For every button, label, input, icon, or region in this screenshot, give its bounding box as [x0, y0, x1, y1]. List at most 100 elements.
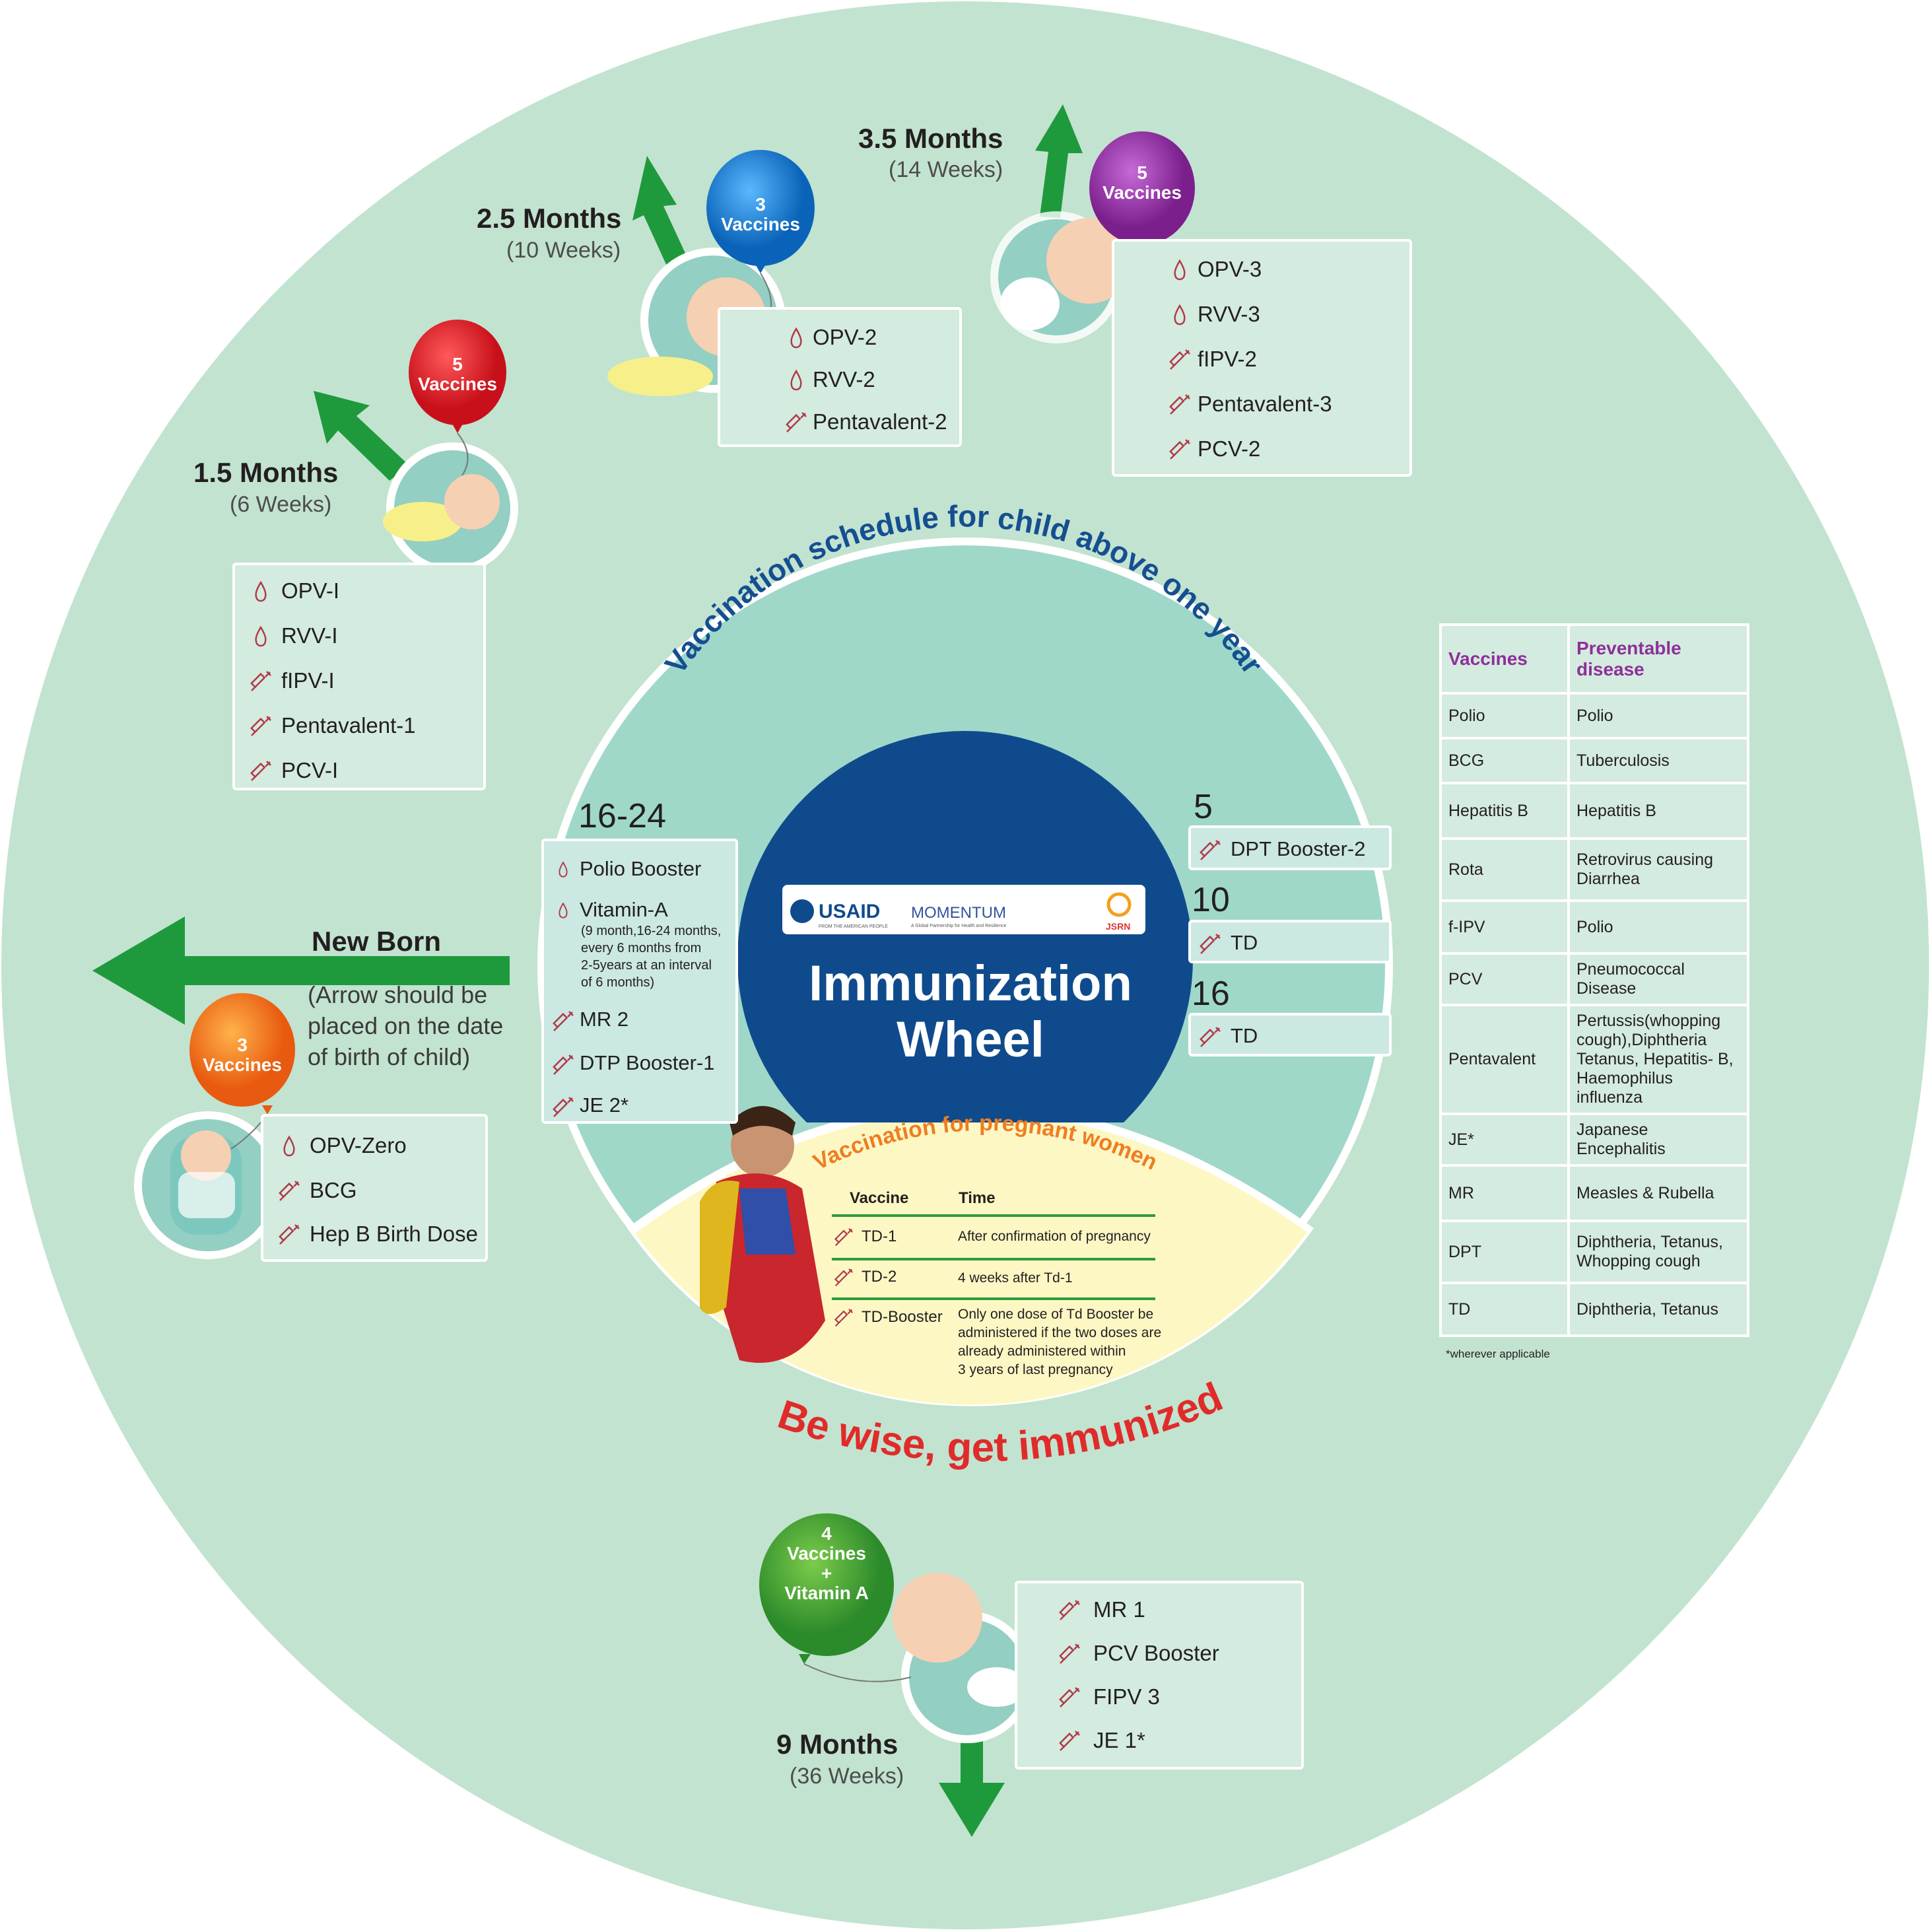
- weeks-9: (36 Weeks): [790, 1764, 904, 1789]
- vaccine-dtp-booster-1: DTP Booster-1: [580, 1051, 715, 1074]
- vaccine-newborn-1: BCG: [310, 1178, 357, 1202]
- table-cell: TD: [1442, 1284, 1567, 1334]
- vaccine-2-5-0: OPV-2: [813, 325, 877, 349]
- box-year-5: DPT Booster-2: [1188, 825, 1392, 870]
- syringe-icon: [1200, 1027, 1221, 1047]
- syringe-icon: [553, 1011, 574, 1031]
- age-9: 9 Months: [776, 1729, 898, 1760]
- syringe-icon: [279, 1224, 300, 1245]
- table-cell: Pentavalent: [1442, 1006, 1567, 1113]
- drop-icon: [283, 1135, 295, 1157]
- vaccine-1-5-0: OPV-I: [281, 578, 340, 603]
- box-16-24: Polio Booster Vitamin-A (9 month,16-24 m…: [541, 839, 738, 1124]
- drop-icon: [255, 580, 267, 602]
- vaccine-1-5-3: Pentavalent-1: [281, 713, 416, 738]
- syringe-icon: [1059, 1643, 1080, 1664]
- balloon-1-5-icon: [409, 320, 506, 476]
- table-cell: BCG: [1442, 740, 1567, 782]
- vaccine-td-10: TD: [1231, 931, 1258, 954]
- box-newborn: OPV-Zero BCG Hep B Birth Dose: [261, 1114, 488, 1262]
- vaccine-1-5-4: PCV-I: [281, 758, 339, 782]
- vitamin-a-note: (9 month,16-24 months,every 6 months fro…: [581, 924, 722, 990]
- vaccine-mr2: MR 2: [580, 1008, 629, 1031]
- box-3-5: OPV-3 RVV-3 fIPV-2 Pentavalent-3 PCV-2: [1112, 239, 1412, 477]
- footnote: *wherever applicable: [1446, 1348, 1550, 1360]
- vaccine-3-5-4: PCV-2: [1198, 436, 1261, 461]
- syringe-icon: [1169, 394, 1190, 415]
- syringe-icon: [250, 671, 271, 691]
- balloon-9-icon: [759, 1513, 912, 1682]
- baby-3-5-icon: [990, 211, 1132, 343]
- table-cell: JE*: [1442, 1115, 1567, 1164]
- vaccine-dpt-booster-2: DPT Booster-2: [1231, 837, 1366, 860]
- syringe-icon: [1200, 840, 1221, 860]
- table-cell: PCV: [1442, 955, 1567, 1004]
- vaccine-9-2: FIPV 3: [1093, 1684, 1160, 1709]
- pregnant-mother-icon: [700, 1106, 825, 1363]
- disease-table-header-vaccines: Vaccines: [1442, 626, 1567, 692]
- vaccine-3-5-1: RVV-3: [1198, 302, 1260, 326]
- syringe-icon: [279, 1181, 300, 1201]
- vaccine-9-1: PCV Booster: [1093, 1641, 1219, 1665]
- disease-table-header-disease: Preventable disease: [1570, 626, 1747, 692]
- pregnant-vaccine-td1: TD-1: [862, 1227, 897, 1245]
- box-year-10: TD: [1188, 920, 1392, 963]
- vaccine-1-5-2: fIPV-I: [281, 668, 335, 693]
- box-year-16: TD: [1188, 1013, 1392, 1056]
- syringe-icon: [1200, 934, 1221, 954]
- syringe-icon: [250, 716, 271, 736]
- pregnant-col-vaccine: Vaccine: [850, 1189, 909, 1207]
- table-cell: Hepatitis B: [1442, 784, 1567, 837]
- age-2-5: 2.5 Months: [477, 203, 622, 234]
- drop-icon: [559, 861, 568, 878]
- vaccine-2-5-1: RVV-2: [813, 367, 875, 392]
- center-title-line1: Immunization: [809, 955, 1132, 1012]
- jsrn-logo: JSRN: [1106, 921, 1130, 932]
- divider: [832, 1258, 1155, 1260]
- syringe-icon: [553, 1097, 574, 1117]
- pregnant-vaccine-table: Vaccine Time TD-1 After confirmation of …: [829, 1185, 1172, 1390]
- vaccine-polio-booster: Polio Booster: [580, 857, 702, 880]
- drop-icon: [559, 902, 568, 918]
- table-cell: Diphtheria, Tetanus, Whopping cough: [1570, 1222, 1747, 1282]
- divider: [832, 1214, 1155, 1217]
- box-2-5: OPV-2 RVV-2 Pentavalent-2: [718, 307, 962, 447]
- year-16: 16: [1192, 975, 1230, 1013]
- table-cell: Pertussis(whopping cough),Diphtheria Tet…: [1570, 1006, 1747, 1113]
- weeks-3-5: (14 Weeks): [889, 157, 1003, 182]
- drop-icon: [790, 369, 802, 391]
- vaccine-vitamin-a: Vitamin-A: [580, 898, 668, 921]
- syringe-icon: [834, 1308, 854, 1327]
- divider: [832, 1297, 1155, 1300]
- drop-icon: [790, 327, 802, 349]
- table-cell: Retrovirus causing Diarrhea: [1570, 840, 1747, 899]
- syringe-icon: [834, 1227, 854, 1247]
- vaccine-je2: JE 2*: [580, 1093, 629, 1117]
- drop-icon: [255, 625, 267, 647]
- pregnant-time-td1: After confirmation of pregnancy: [958, 1229, 1151, 1244]
- vaccine-1-5-1: RVV-I: [281, 623, 338, 648]
- baby-9-icon: [893, 1573, 1033, 1743]
- vaccine-3-5-3: Pentavalent-3: [1198, 392, 1332, 416]
- vaccine-3-5-0: OPV-3: [1198, 257, 1262, 281]
- syringe-icon: [1059, 1731, 1080, 1751]
- arrow-1-5: [314, 391, 409, 481]
- syringe-icon: [1169, 439, 1190, 460]
- table-cell: MR: [1442, 1167, 1567, 1220]
- age-3-5: 3.5 Months: [858, 123, 1003, 154]
- vaccine-td-16: TD: [1231, 1024, 1258, 1047]
- arrow-3-5: [1035, 104, 1083, 218]
- vaccine-3-5-2: fIPV-2: [1198, 347, 1257, 371]
- pregnant-vaccine-td-booster: TD-Booster: [862, 1308, 943, 1326]
- table-cell: Tuberculosis: [1570, 740, 1747, 782]
- arrow-newborn: [92, 916, 510, 1025]
- syringe-icon: [834, 1268, 854, 1287]
- syringe-icon: [250, 761, 271, 781]
- box-1-5: OPV-I RVV-I fIPV-I Pentavalent-1 PCV-I: [232, 563, 486, 790]
- table-cell: Polio: [1570, 695, 1747, 737]
